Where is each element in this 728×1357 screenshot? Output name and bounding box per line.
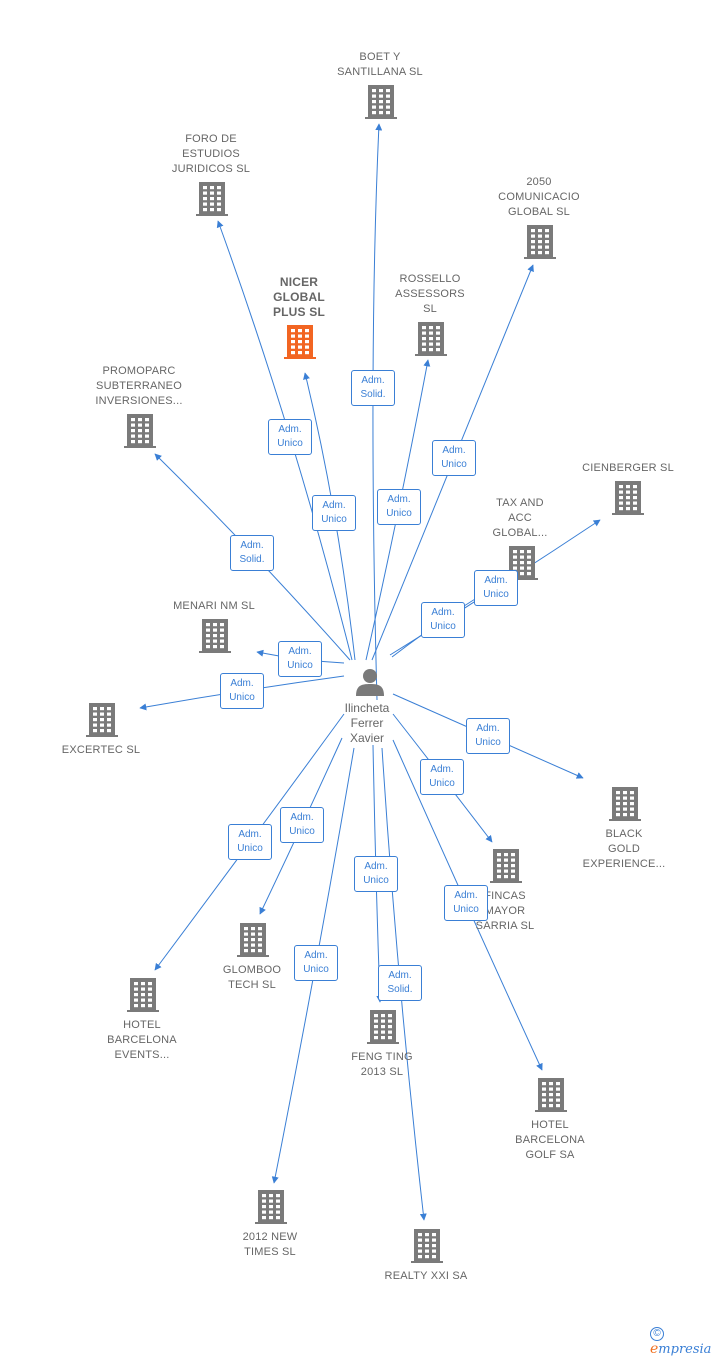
company-label-realty[interactable]: REALTY XXI SA [384, 1270, 468, 1282]
role-badge-taxacc: Adm. Unico [421, 602, 465, 638]
company-label-fincas[interactable]: FINCAS MAYOR SARRIA SL [475, 890, 535, 932]
role-badge-menari: Adm. Unico [278, 641, 322, 677]
building-icon[interactable] [196, 182, 228, 216]
company-label-c2050[interactable]: 2050 COMUNICACIO GLOBAL SL [498, 176, 580, 218]
company-label-foro[interactable]: FORO DE ESTUDIOS JURIDICOS SL [171, 133, 251, 175]
role-badge-excertec: Adm. Unico [220, 673, 264, 709]
role-badge-promoparc: Adm. Solid. [230, 535, 274, 571]
building-icon[interactable] [367, 1010, 399, 1044]
building-icon[interactable] [199, 619, 231, 653]
building-icon[interactable] [612, 481, 644, 515]
company-label-nicer[interactable]: NICER GLOBAL PLUS SL [272, 275, 326, 319]
role-badge-realty: Adm. Solid. [378, 965, 422, 1001]
role-badge-fengting: Adm. Unico [354, 856, 398, 892]
company-label-excertec[interactable]: EXCERTEC SL [61, 744, 141, 756]
role-badge-fincas: Adm. Unico [420, 759, 464, 795]
company-label-promoparc[interactable]: PROMOPARC SUBTERRANEO INVERSIONES... [95, 365, 183, 407]
role-badge-glomboo: Adm. Unico [280, 807, 324, 843]
building-icon[interactable] [524, 225, 556, 259]
building-icon[interactable] [124, 414, 156, 448]
role-badge-hotelevents: Adm. Unico [228, 824, 272, 860]
role-badge-nicer: Adm. Unico [312, 495, 356, 531]
company-label-hotelevents[interactable]: HOTEL BARCELONA EVENTS... [107, 1019, 177, 1061]
company-label-glomboo[interactable]: GLOMBOO TECH SL [222, 964, 282, 991]
person-label[interactable]: Ilincheta Ferrer Xavier [344, 701, 390, 745]
building-icon[interactable] [127, 978, 159, 1012]
company-label-rossello[interactable]: ROSSELLO ASSESSORS SL [395, 273, 465, 315]
building-icon[interactable] [535, 1078, 567, 1112]
role-badge-hotelgolf: Adm. Unico [444, 885, 488, 921]
company-label-newtimes[interactable]: 2012 NEW TIMES SL [242, 1231, 298, 1258]
role-badge-cienberger: Adm. Unico [474, 570, 518, 606]
building-icon[interactable] [365, 85, 397, 119]
company-label-blackgold[interactable]: BLACK GOLD EXPERIENCE... [582, 828, 666, 870]
empresia-logo: ©empresia [650, 1324, 728, 1357]
role-badge-boet: Adm. Solid. [351, 370, 395, 406]
building-icon[interactable] [237, 923, 269, 957]
role-badge-rossello: Adm. Unico [377, 489, 421, 525]
company-label-taxacc[interactable]: TAX AND ACC GLOBAL... [492, 497, 548, 539]
building-icon[interactable] [609, 787, 641, 821]
brand-text: mpresia [658, 1342, 712, 1357]
role-badge-c2050: Adm. Unico [432, 440, 476, 476]
building-icon[interactable] [86, 703, 118, 737]
role-badge-foro: Adm. Unico [268, 419, 312, 455]
role-badge-blackgold: Adm. Unico [466, 718, 510, 754]
company-label-cienberger[interactable]: CIENBERGER SL [582, 462, 674, 474]
person-icon[interactable] [356, 669, 384, 696]
building-icon[interactable] [284, 325, 316, 359]
building-icon[interactable] [411, 1229, 443, 1263]
role-badge-newtimes: Adm. Unico [294, 945, 338, 981]
building-icon[interactable] [490, 849, 522, 883]
building-icon[interactable] [255, 1190, 287, 1224]
company-label-fengting[interactable]: FENG TING 2013 SL [351, 1051, 413, 1078]
building-icon[interactable] [415, 322, 447, 356]
company-label-boet[interactable]: BOET Y SANTILLANA SL [337, 51, 423, 78]
company-label-hotelgolf[interactable]: HOTEL BARCELONA GOLF SA [515, 1119, 585, 1161]
company-label-menari[interactable]: MENARI NM SL [173, 600, 255, 612]
copyright-icon: © [650, 1327, 664, 1341]
